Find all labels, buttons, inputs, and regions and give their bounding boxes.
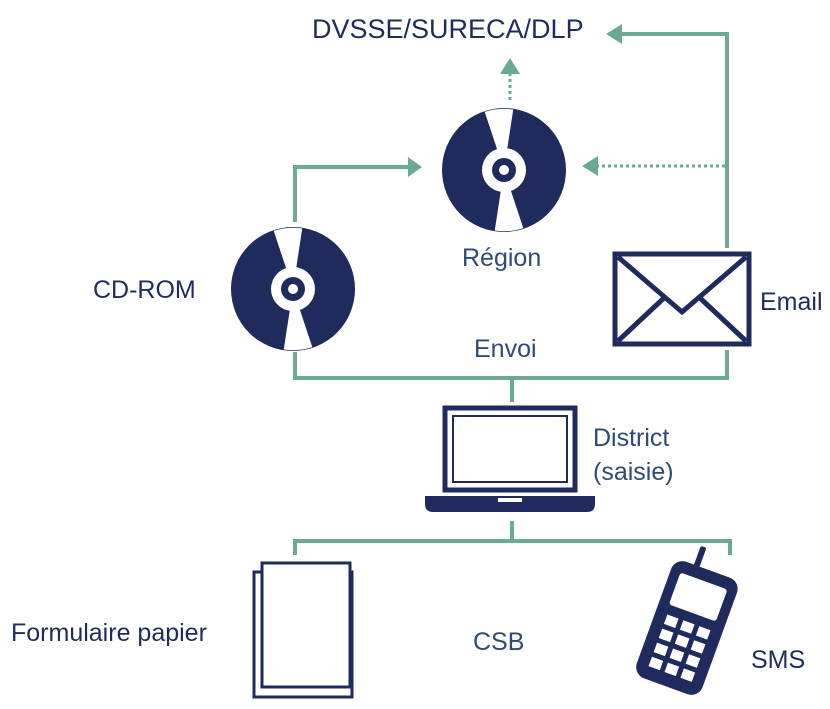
envoi-connector bbox=[293, 350, 729, 402]
district-label-line2: (saisie) bbox=[593, 458, 674, 486]
laptop-icon bbox=[425, 405, 595, 512]
csb-label: CSB bbox=[473, 628, 525, 656]
sms-label: SMS bbox=[751, 646, 806, 674]
cdrom-disc-icon bbox=[231, 227, 355, 351]
top-destination-label: DVSSE/SURECA/DLP bbox=[312, 14, 584, 44]
envelope-icon bbox=[612, 251, 752, 347]
email-to-top-arrow bbox=[620, 32, 729, 248]
bottom-connector bbox=[293, 521, 732, 555]
email-label: Email bbox=[760, 288, 823, 316]
email-to-top-arrowhead bbox=[606, 24, 622, 44]
mobile-phone-icon bbox=[636, 546, 738, 695]
cdrom-to-region-arrowhead bbox=[408, 157, 422, 177]
region-disc-icon bbox=[442, 108, 566, 232]
envoi-label: Envoi bbox=[474, 335, 537, 363]
cd-rom-label: CD-ROM bbox=[93, 276, 196, 304]
district-label-line1: District bbox=[593, 424, 670, 452]
formulaire-label: Formulaire papier bbox=[11, 619, 207, 647]
region-label: Région bbox=[462, 244, 542, 272]
region-to-top-arrowhead bbox=[500, 58, 520, 74]
paper-stack-icon bbox=[252, 561, 354, 699]
email-to-region-arrowhead bbox=[582, 156, 598, 176]
cdrom-to-region-arrow bbox=[293, 165, 418, 222]
